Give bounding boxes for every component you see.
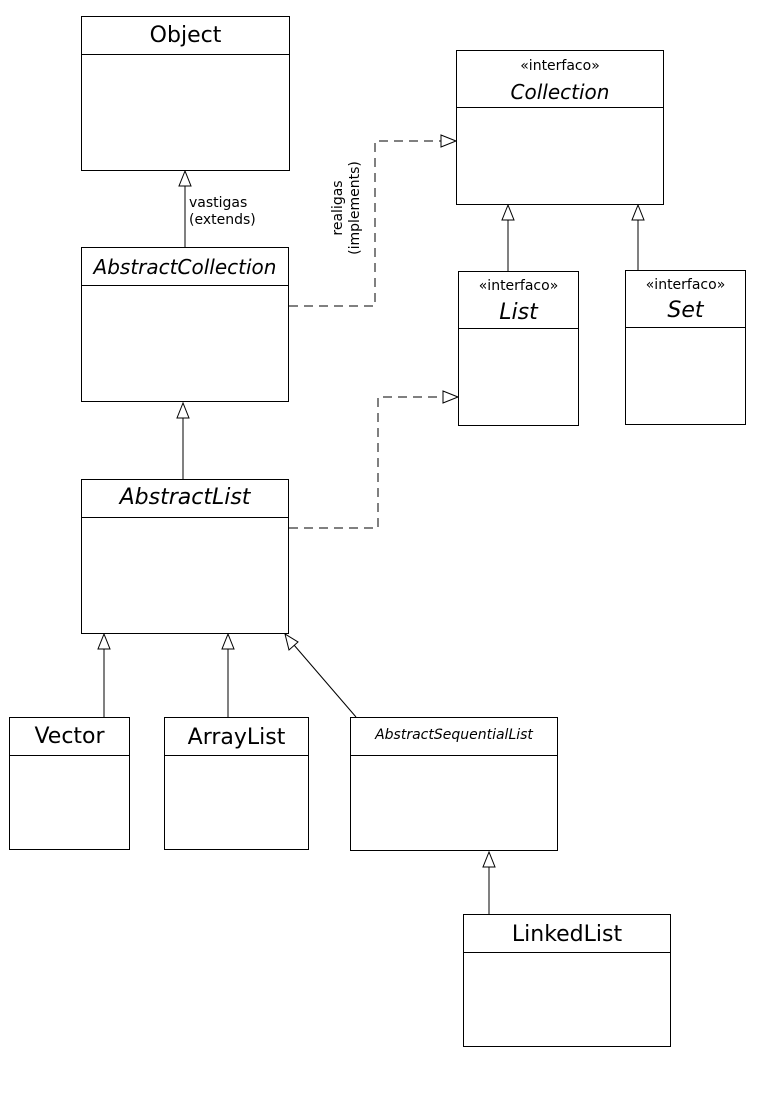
class-name: Object bbox=[149, 23, 222, 48]
class-header: AbstractCollection bbox=[82, 248, 288, 286]
extends-arrow-list-collection bbox=[501, 203, 515, 271]
class-header: LinkedList bbox=[464, 915, 670, 953]
class-vector: Vector bbox=[9, 717, 130, 850]
class-linkedlist: LinkedList bbox=[463, 914, 671, 1047]
interface-name: List bbox=[499, 300, 538, 325]
class-name: AbstractList bbox=[119, 485, 251, 510]
class-name: Vector bbox=[34, 724, 105, 749]
class-name: ArrayList bbox=[187, 725, 286, 750]
class-arraylist: ArrayList bbox=[164, 717, 309, 850]
class-name: LinkedList bbox=[511, 922, 623, 947]
class-object: Object bbox=[81, 16, 290, 171]
extends-arrow-linkedlist-abstractsequentiallist bbox=[482, 850, 496, 914]
interface-collection: «interfaco» Collection bbox=[456, 50, 664, 205]
class-abstractcollection: AbstractCollection bbox=[81, 247, 289, 402]
extends-arrow-abstractsequentiallist-abstractlist bbox=[284, 632, 357, 718]
class-name: AbstractCollection bbox=[93, 255, 277, 279]
class-abstractsequentiallist: AbstractSequentialList bbox=[350, 717, 558, 851]
extends-arrow-abstractcollection-object bbox=[178, 169, 192, 247]
interface-header: «interfaco» Collection bbox=[457, 51, 663, 108]
implements-label-line2: (implements) bbox=[347, 161, 363, 255]
interface-stereotype: «interfaco» bbox=[520, 58, 600, 74]
class-header: Vector bbox=[10, 718, 129, 756]
extends-label-line1: vastigas bbox=[189, 195, 248, 211]
interface-header: «interfaco» List bbox=[459, 272, 578, 329]
extends-arrow-vector-abstractlist bbox=[97, 632, 111, 717]
extends-arrow-abstractlist-abstractcollection bbox=[176, 401, 190, 479]
interface-stereotype: «interfaco» bbox=[478, 278, 559, 294]
interface-name: Collection bbox=[510, 80, 610, 104]
class-name: AbstractSequentialList bbox=[375, 727, 533, 743]
class-header: AbstractSequentialList bbox=[351, 718, 557, 756]
interface-name: Set bbox=[667, 298, 704, 323]
implements-arrow-abstractlist-list bbox=[289, 390, 460, 529]
interface-set: «interfaco» Set bbox=[625, 270, 746, 425]
extends-label: vastigas (extends) bbox=[189, 195, 256, 229]
interface-header: «interfaco» Set bbox=[626, 271, 745, 328]
class-header: ArrayList bbox=[165, 718, 308, 756]
class-header: Object bbox=[82, 17, 289, 55]
extends-arrow-set-collection bbox=[631, 203, 645, 271]
implements-arrow-abstractcollection-collection bbox=[289, 134, 458, 307]
implements-label: realigas (implements) bbox=[330, 133, 364, 283]
extends-arrow-arraylist-abstractlist bbox=[221, 632, 235, 717]
class-header: AbstractList bbox=[82, 480, 288, 518]
interface-stereotype: «interfaco» bbox=[645, 277, 726, 293]
interface-list: «interfaco» List bbox=[458, 271, 579, 426]
implements-label-line1: realigas bbox=[330, 180, 346, 236]
extends-label-line2: (extends) bbox=[189, 212, 256, 228]
class-abstractlist: AbstractList bbox=[81, 479, 289, 634]
